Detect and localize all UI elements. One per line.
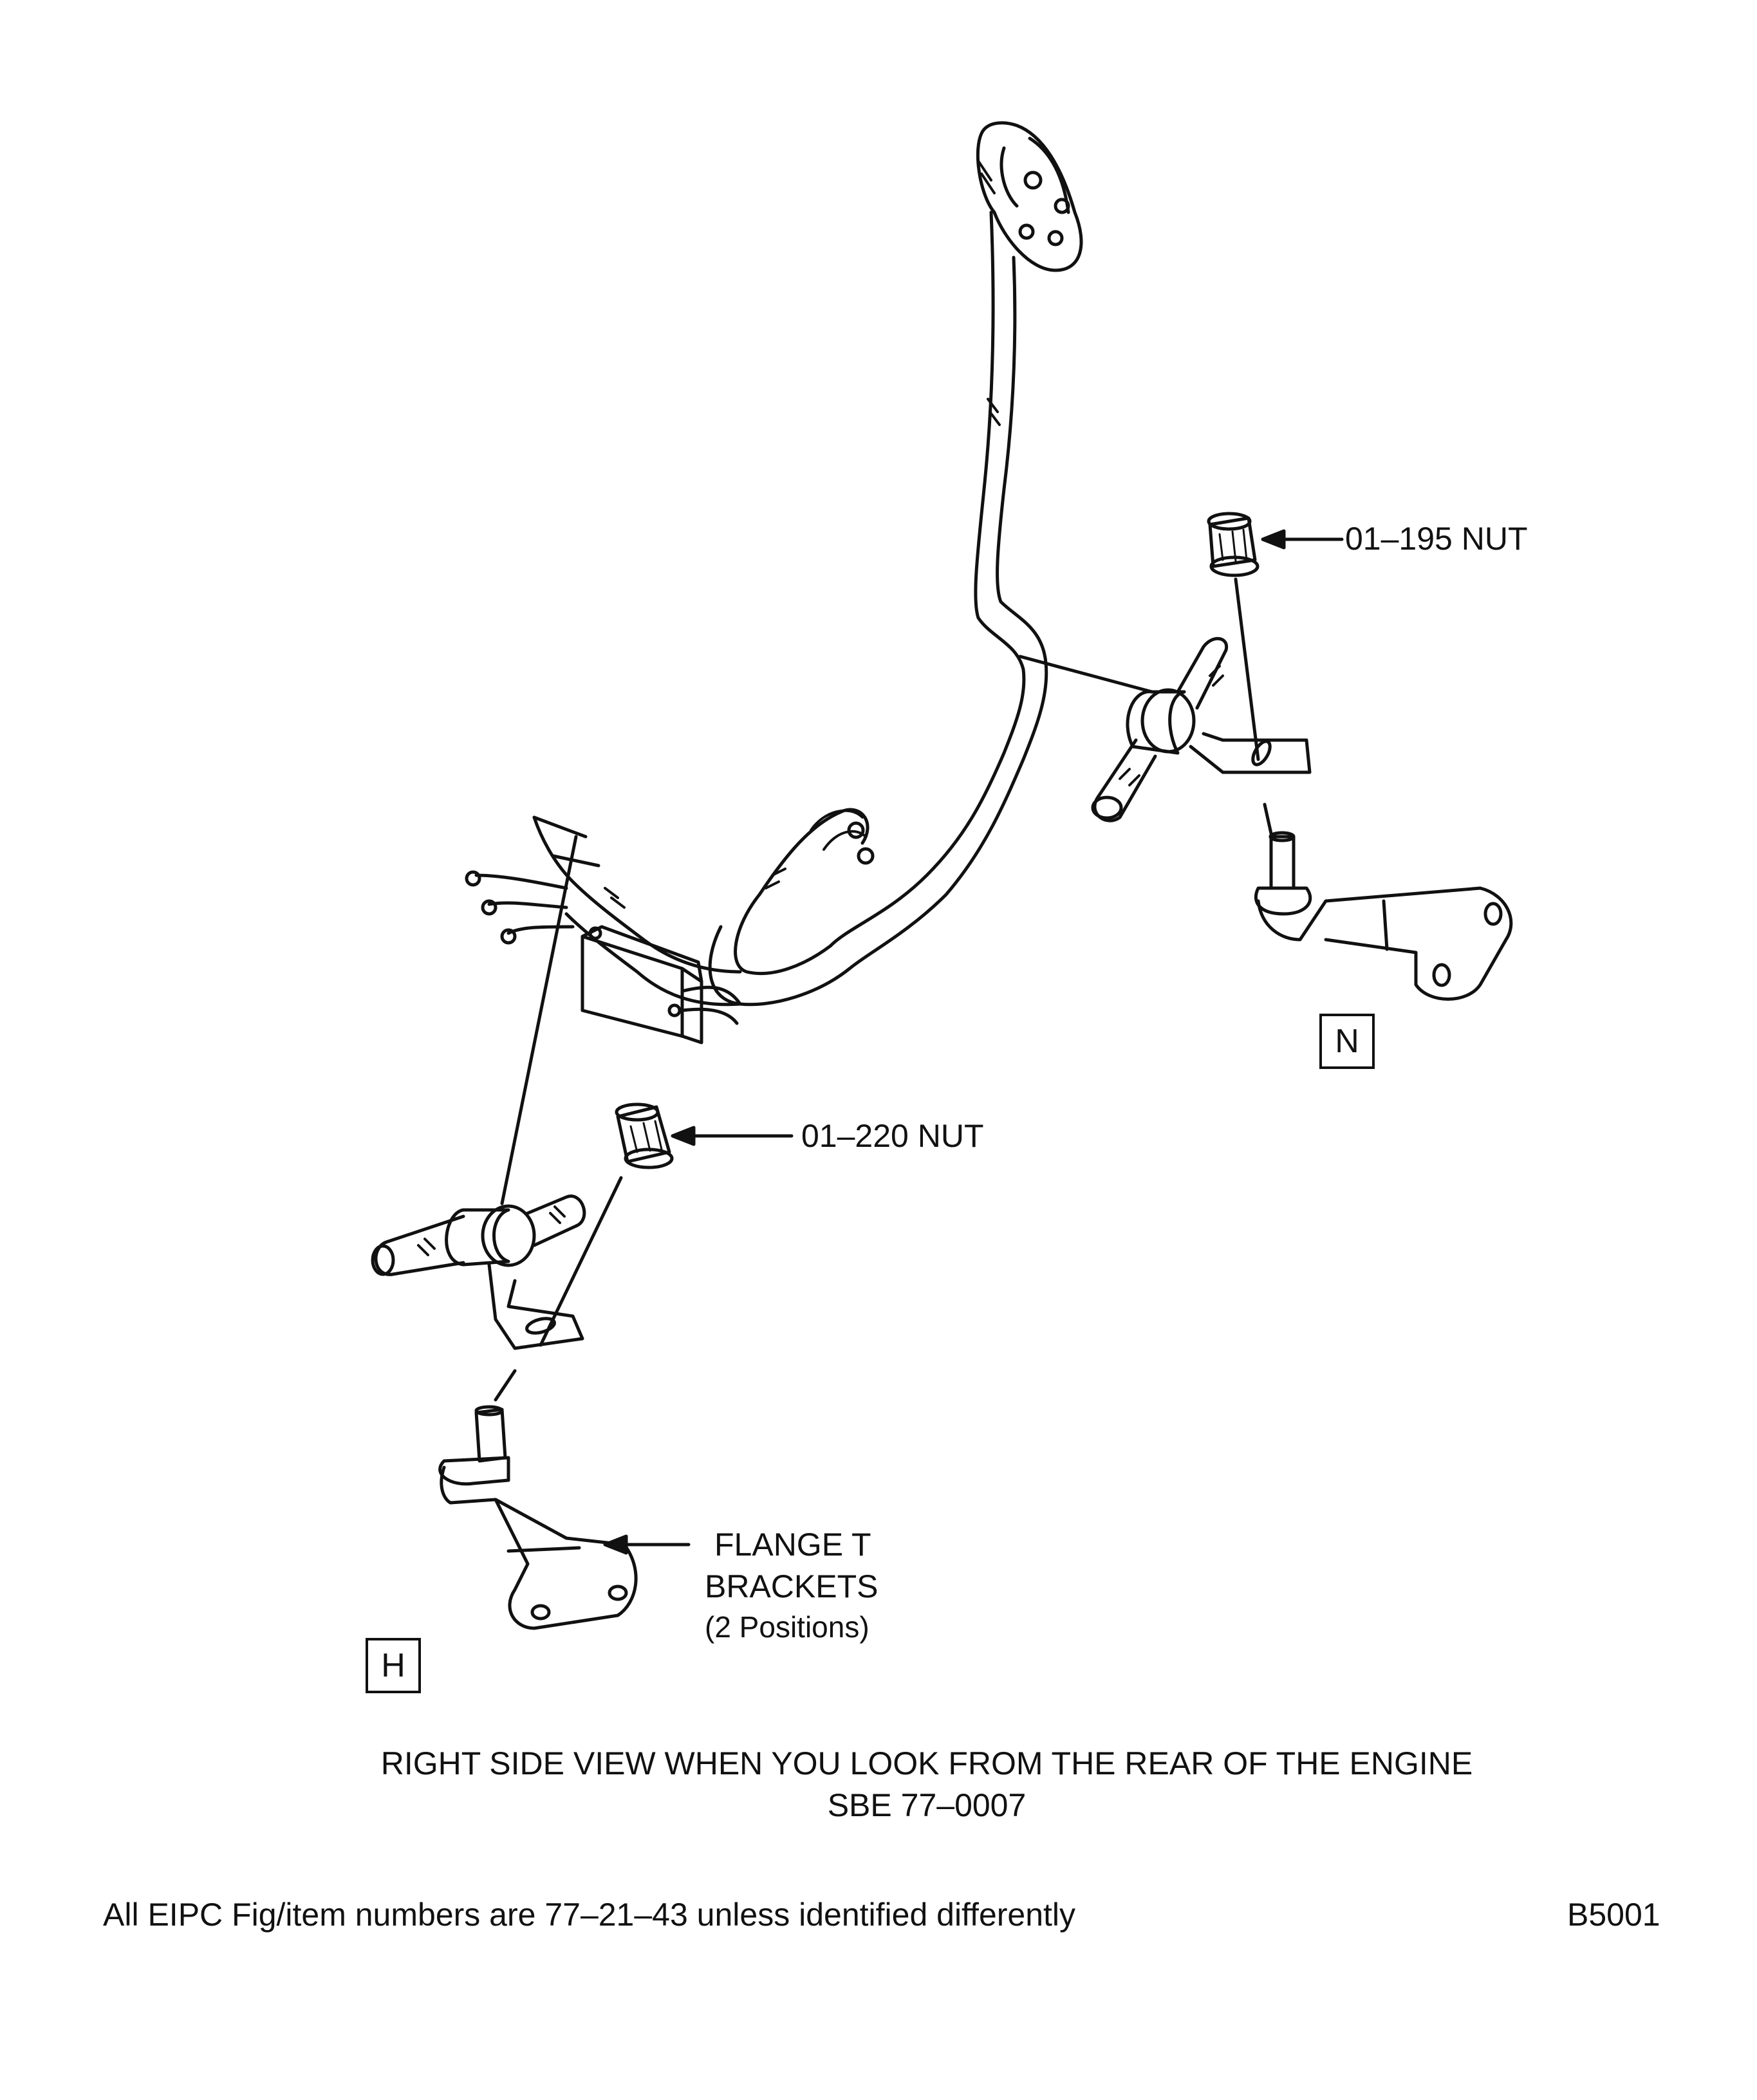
figure-code: B5001 bbox=[1567, 1897, 1660, 1933]
wire-harness bbox=[465, 121, 1083, 1007]
lower-clamp-assembly bbox=[371, 1102, 794, 1630]
nut-callout-01-220: 01–220 NUT bbox=[801, 1118, 984, 1154]
leader-line-lower bbox=[500, 835, 578, 1205]
view-marker-n: N bbox=[1319, 1014, 1375, 1069]
upper-clamp-assembly bbox=[1091, 512, 1513, 1001]
flange-callout-line2: BRACKETS bbox=[705, 1568, 879, 1604]
footer-note: All EIPC Fig/item numbers are 77–21–43 u… bbox=[103, 1897, 1076, 1933]
flange-callout-line3: (2 Positions) bbox=[705, 1610, 869, 1644]
nut-callout-01-195: 01–195 NUT bbox=[1345, 521, 1528, 557]
junction-box bbox=[581, 925, 742, 1045]
leader-line-upper bbox=[1018, 655, 1154, 694]
flange-callout-line1: FLANGE T bbox=[714, 1527, 871, 1563]
view-marker-h: H bbox=[366, 1638, 421, 1693]
figure-caption: RIGHT SIDE VIEW WHEN YOU LOOK FROM THE R… bbox=[380, 1745, 1473, 1781]
figure-reference: SBE 77–0007 bbox=[827, 1787, 1027, 1823]
